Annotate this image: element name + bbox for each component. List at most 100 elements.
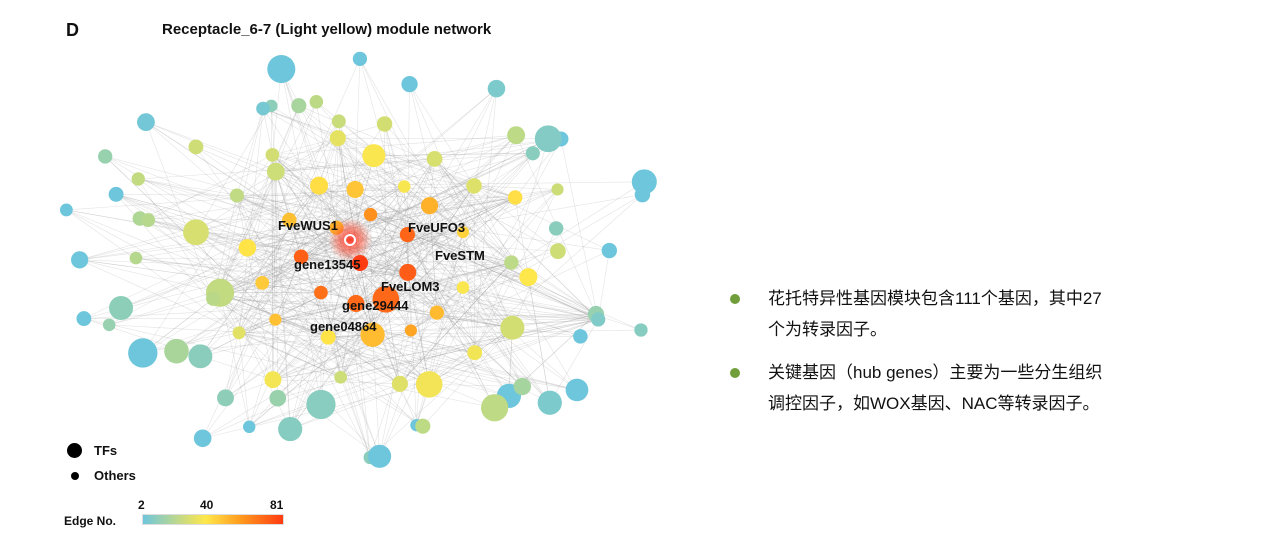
network-node	[347, 294, 365, 312]
network-node	[243, 420, 256, 434]
network-edge	[195, 231, 401, 385]
network-edge	[318, 185, 341, 378]
legend-others: Others	[64, 468, 136, 483]
network-edge	[219, 155, 375, 294]
network-edge	[416, 287, 464, 426]
network-node	[487, 79, 506, 98]
network-edge	[145, 122, 214, 299]
network-edge	[373, 155, 475, 187]
network-node	[183, 219, 209, 246]
network-edge	[225, 303, 357, 399]
network-edge	[428, 138, 562, 385]
network-edge	[238, 313, 596, 334]
network-node	[360, 322, 385, 347]
network-edge	[511, 138, 549, 263]
hub-ring	[344, 234, 356, 246]
network-edge	[359, 58, 513, 328]
network-node	[266, 162, 285, 181]
network-edge	[399, 262, 512, 384]
network-node	[188, 344, 213, 369]
gene-label: gene29444	[342, 298, 409, 313]
network-edge	[340, 376, 495, 409]
network-edge	[354, 189, 510, 397]
network-edge	[275, 152, 533, 172]
network-edge	[139, 218, 401, 385]
network-edge	[109, 197, 516, 326]
network-edge	[301, 256, 599, 320]
network-edge	[138, 178, 464, 233]
network-edge	[409, 84, 513, 328]
network-edge	[135, 257, 599, 320]
network-edge	[213, 298, 509, 397]
network-edge	[213, 298, 599, 320]
network-edge	[429, 205, 438, 313]
network-edge	[272, 319, 599, 380]
network-edge	[407, 272, 599, 320]
network-edge	[474, 189, 558, 353]
network-edge	[560, 138, 599, 320]
network-edge	[219, 292, 274, 380]
network-edge	[219, 171, 277, 293]
network-edge	[289, 205, 430, 221]
network-edge	[370, 214, 464, 233]
network-edge	[385, 262, 512, 300]
network-edge	[407, 234, 597, 315]
network-edge	[289, 219, 412, 331]
network-node	[264, 371, 282, 389]
network-edge	[115, 194, 513, 328]
network-node	[591, 312, 606, 327]
network-edge	[135, 257, 321, 293]
network-edge	[247, 155, 375, 249]
network-edge	[355, 234, 408, 304]
network-edge	[79, 227, 337, 261]
network-edge	[219, 234, 408, 294]
network-node	[314, 285, 328, 300]
network-edge	[407, 272, 523, 387]
network-title: Receptacle_6-7 (Light yellow) module net…	[162, 21, 492, 38]
network-edge	[474, 88, 497, 353]
network-node	[128, 338, 158, 368]
network-edge	[373, 155, 559, 252]
network-edge	[370, 214, 438, 313]
network-edge	[195, 231, 361, 264]
network-edge	[549, 319, 599, 403]
network-edge	[320, 197, 516, 293]
network-edge	[247, 247, 550, 404]
network-edge	[528, 277, 551, 403]
network-edge	[213, 186, 405, 299]
network-edge	[379, 205, 430, 457]
network-edge	[289, 186, 405, 430]
network-edge	[219, 105, 300, 293]
network-node	[508, 190, 523, 205]
colorbar-gradient	[142, 514, 284, 525]
network-node	[368, 444, 392, 468]
network-node	[525, 146, 540, 161]
network-edge	[272, 154, 523, 387]
network-node	[500, 315, 525, 340]
network-edge	[399, 189, 558, 384]
network-edge	[139, 218, 290, 221]
network-edge	[200, 197, 516, 357]
network-edge	[338, 121, 430, 385]
network-edge	[275, 171, 291, 430]
network-edge	[275, 319, 423, 427]
network-node	[141, 213, 156, 228]
network-edge	[407, 234, 475, 353]
network-edge	[436, 312, 495, 408]
network-edge	[247, 171, 277, 248]
network-edge	[105, 156, 512, 263]
colorbar-legend: 2 40 81 Edge No.	[64, 494, 304, 534]
network-edge	[142, 298, 214, 354]
network-edge	[277, 303, 357, 399]
network-node	[513, 377, 532, 396]
network-edge	[213, 138, 562, 299]
network-node	[466, 178, 482, 194]
network-edge	[275, 319, 341, 378]
network-node	[391, 375, 408, 392]
network-edge	[272, 292, 322, 380]
network-node	[188, 139, 204, 155]
network-node	[282, 212, 297, 228]
network-edge	[120, 186, 405, 309]
network-edge	[337, 137, 597, 315]
colorbar-tick: 40	[200, 498, 214, 512]
